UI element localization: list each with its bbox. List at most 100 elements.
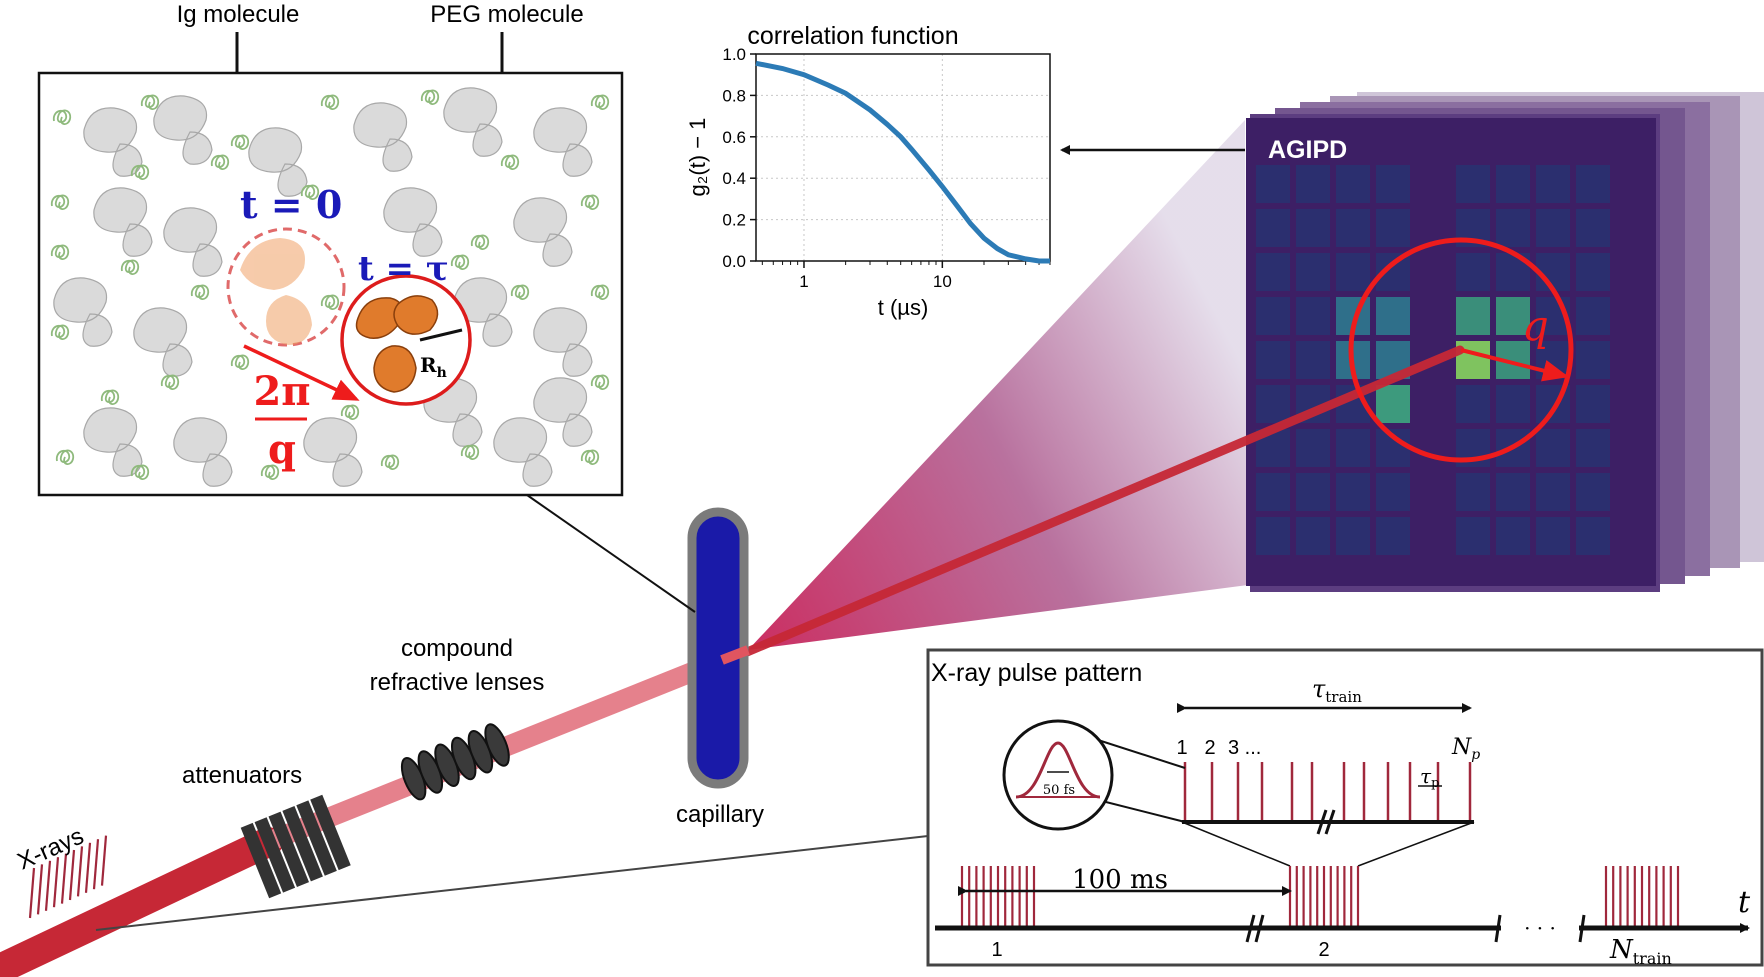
xray-pulses <box>28 835 108 919</box>
capillary <box>687 507 749 789</box>
detector-tile <box>1296 165 1330 203</box>
compound-refractive-lenses <box>400 723 510 801</box>
detector-tile <box>1496 517 1530 555</box>
magnifier-line-top <box>1097 739 1186 769</box>
xray-pulse-bar <box>52 857 60 908</box>
capillary-label: capillary <box>676 801 764 828</box>
attenuators-label: attenuators <box>182 762 302 789</box>
xrays-label: X-rays <box>13 823 87 876</box>
detector-tile <box>1376 165 1410 203</box>
detector-tile <box>1456 297 1490 335</box>
peg-molecule <box>50 324 70 340</box>
chart-y-tick-label: 0.6 <box>722 128 746 147</box>
displacement-arrow <box>243 344 360 401</box>
ig-molecule <box>248 127 308 197</box>
detector-tile <box>1336 165 1370 203</box>
peg-molecule <box>210 154 230 170</box>
peg-molecule <box>120 259 140 275</box>
q-detector-label: q <box>1522 301 1549 350</box>
peg-molecule <box>340 404 360 420</box>
chart-x-tick-label: 1 <box>799 272 808 291</box>
detector-tile <box>1336 429 1370 467</box>
sample-panel: t = 0 Rh t = τ 2π q <box>37 71 624 497</box>
peg-molecule <box>230 134 250 150</box>
peg-molecule <box>190 284 210 300</box>
detector-tile <box>1256 209 1290 247</box>
ig-molecule <box>493 417 553 487</box>
ig-molecule <box>93 187 153 257</box>
chart-frame <box>755 53 1051 262</box>
detector-tile <box>1536 517 1570 555</box>
rh-label: Rh <box>420 353 447 381</box>
t0-label: t = 0 <box>240 182 342 227</box>
peg-molecule <box>590 374 610 390</box>
chart-x-label: t (µs) <box>878 295 929 320</box>
q-ring <box>1348 237 1574 463</box>
detector-tile <box>1576 429 1610 467</box>
detector-tile <box>1456 385 1490 423</box>
detector-tile <box>1456 517 1490 555</box>
detector-tile <box>1376 517 1410 555</box>
detector-tile <box>1296 253 1330 291</box>
chart-title: correlation function <box>747 22 958 50</box>
train-label-2: 2 <box>1318 939 1329 961</box>
detector-tile <box>1296 209 1330 247</box>
peg-molecule <box>300 184 320 200</box>
chart-y-label: g₂(t) − 1 <box>685 118 710 197</box>
detector-tile <box>1456 473 1490 511</box>
detector-tile <box>1336 517 1370 555</box>
ellipsis-label: · · · <box>1524 916 1556 940</box>
peg-molecule <box>55 449 75 465</box>
pulse-trains <box>960 866 1680 928</box>
detector-tile <box>1496 473 1530 511</box>
ig-molecule <box>533 377 593 447</box>
detector-tile <box>1376 385 1410 423</box>
peg-molecule <box>140 94 160 110</box>
detector-tile <box>1576 473 1610 511</box>
scattering-cone <box>748 120 1248 650</box>
detector-tile <box>1336 253 1370 291</box>
attenuators <box>240 794 351 899</box>
zoomed-pulse-train <box>1183 762 1472 822</box>
detector-tile <box>1296 517 1330 555</box>
detector-tile <box>1256 297 1290 335</box>
ig-molecule <box>173 417 233 487</box>
chart-y-tick-label: 0.4 <box>722 169 746 188</box>
rh-line <box>419 328 463 342</box>
ig-molecule <box>83 407 143 477</box>
detector-tile <box>1376 209 1410 247</box>
peg-molecule <box>460 444 480 460</box>
xray-pulse-bar <box>92 839 100 890</box>
lenses-label-line1: compound <box>401 635 513 662</box>
chart-x-tick-label: 10 <box>933 272 952 291</box>
pulse-number-1: 1 <box>1176 737 1187 759</box>
t-tau-label: t = τ <box>358 249 449 289</box>
peg-molecule <box>230 354 250 370</box>
detector-tile <box>1536 429 1570 467</box>
detector-tile <box>1336 209 1370 247</box>
peg-molecule <box>320 94 340 110</box>
pulse-panel-title: X-ray pulse pattern <box>931 659 1142 687</box>
correlation-curve <box>755 60 1050 264</box>
protein-t-tau <box>355 295 439 393</box>
peg-molecule <box>510 284 530 300</box>
lenses-label-line2: refractive lenses <box>370 669 545 696</box>
detector-tile <box>1256 165 1290 203</box>
detector-tile <box>1576 209 1610 247</box>
xray-pulse-bar <box>100 835 108 886</box>
detector-tile <box>1376 297 1410 335</box>
chart-y-tick-label: 1.0 <box>722 45 746 64</box>
peg-molecule <box>580 449 600 465</box>
detector-tile <box>1576 253 1610 291</box>
detector-tile <box>1256 517 1290 555</box>
ig-molecule <box>83 107 143 177</box>
sample-to-capillary-line <box>526 494 696 613</box>
gaussian-pulse-shape <box>1015 741 1101 799</box>
pulse-number-2: 2 <box>1204 737 1215 759</box>
xray-pulse-bar <box>60 853 68 904</box>
xray-pulse-bar <box>68 849 76 901</box>
pulse-number-3: 3 ... <box>1228 737 1261 759</box>
peg-molecule <box>130 464 150 480</box>
peg-molecule-label: PEG molecule <box>430 1 583 28</box>
peg-molecule <box>580 194 600 210</box>
